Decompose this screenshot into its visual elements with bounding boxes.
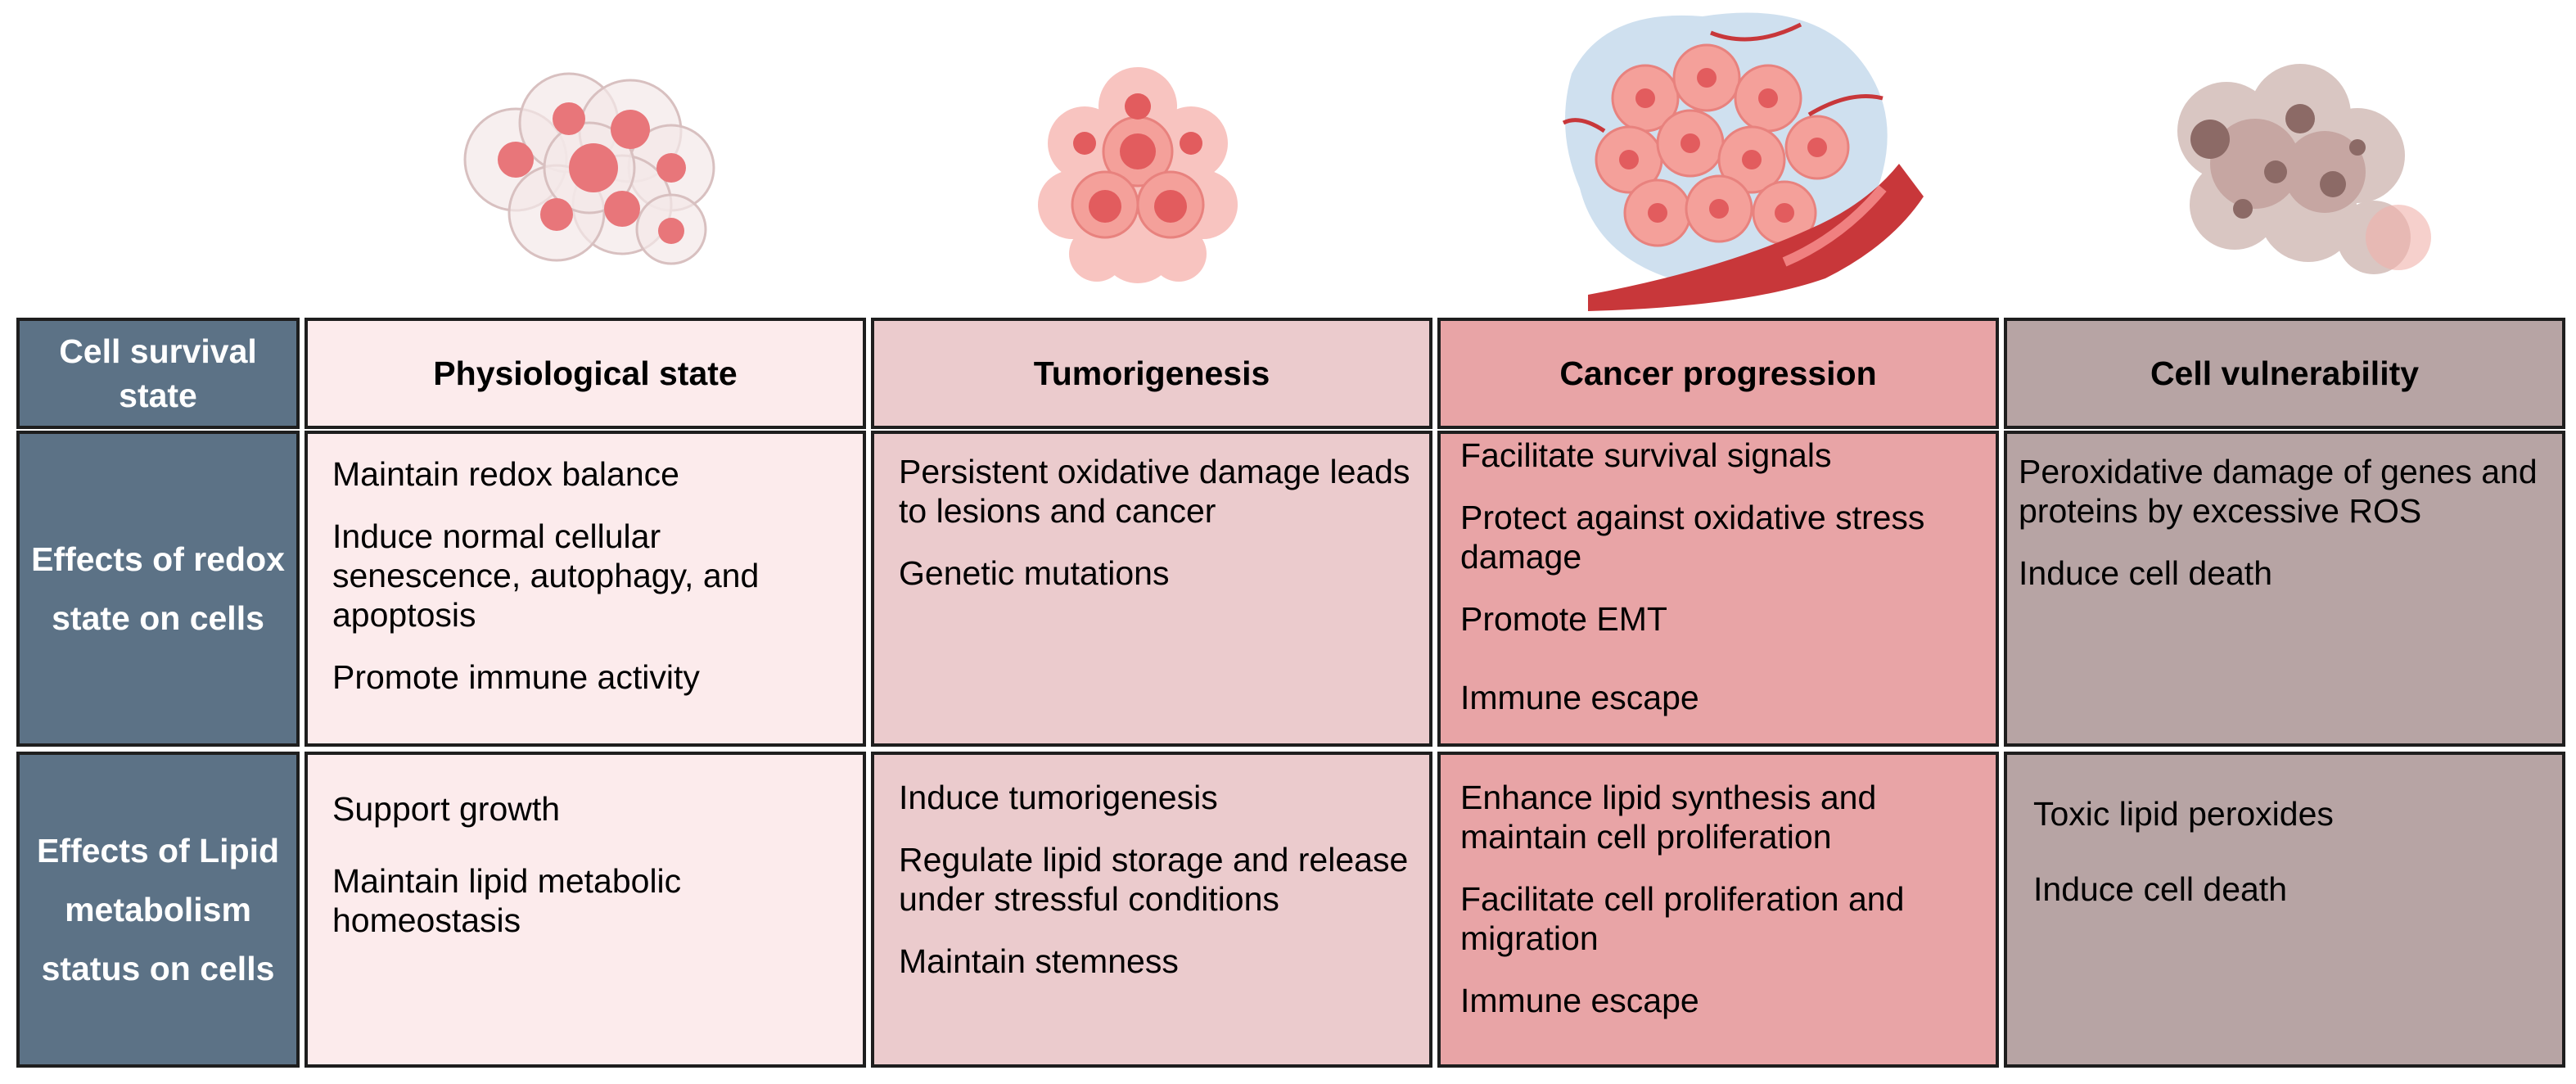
- column-header-tumorigenesis: Tumorigenesis: [871, 318, 1432, 429]
- lipid-cancer-progression-cell: Enhance lipid synthesis and maintain cel…: [1437, 752, 1999, 1068]
- list-item: Facilitate survival signals: [1460, 436, 1832, 474]
- row-header-label: Cell survival state: [59, 332, 257, 414]
- list-item: Induce cell death: [2033, 870, 2288, 908]
- list-item: Promote EMT: [1460, 600, 1667, 638]
- list-item: Protect against oxidative stress damage: [1460, 499, 1925, 576]
- redox-physiological-cell: Maintain redox balance Induce normal cel…: [305, 431, 866, 747]
- list-item: Immune escape: [1460, 982, 1699, 1019]
- column-header-label: Cancer progression: [1559, 354, 1877, 392]
- lipid-physiological-cell: Support growth Maintain lipid metabolic …: [305, 752, 866, 1068]
- dying-cell-cluster-illustration: [2112, 0, 2456, 311]
- list-item: Peroxidative damage of genes and protein…: [2019, 453, 2538, 530]
- list-item: Toxic lipid peroxides: [2033, 795, 2334, 833]
- redox-cell-vulnerability-cell: Peroxidative damage of genes and protein…: [2004, 431, 2565, 747]
- list-item: Induce normal cellular senescence, autop…: [332, 517, 760, 634]
- column-header-label: Physiological state: [433, 354, 738, 392]
- column-header-physiological-state: Physiological state: [305, 318, 866, 429]
- row-header-cell-survival-state: Cell survival state: [16, 318, 300, 429]
- list-item: Maintain redox balance: [332, 455, 679, 493]
- redox-tumorigenesis-cell: Persistent oxidative damage leads to les…: [871, 431, 1432, 747]
- row-header-lipid-effects: Effects of Lipid metabolism status on ce…: [16, 752, 300, 1068]
- column-header-label: Tumorigenesis: [1033, 354, 1270, 392]
- column-header-cancer-progression: Cancer progression: [1437, 318, 1999, 429]
- list-item: Promote immune activity: [332, 658, 700, 696]
- redox-cancer-progression-cell: Facilitate survival signals Protect agai…: [1437, 431, 1999, 747]
- list-item: Induce tumorigenesis: [899, 779, 1218, 816]
- list-item: Persistent oxidative damage leads to les…: [899, 453, 1410, 530]
- list-item: Regulate lipid storage and release under…: [899, 841, 1409, 918]
- list-item: Maintain lipid metabolic homeostasis: [332, 862, 682, 939]
- list-item: Enhance lipid synthesis and maintain cel…: [1460, 779, 1877, 856]
- list-item: Immune escape: [1460, 679, 1699, 716]
- column-header-label: Cell vulnerability: [2150, 354, 2420, 392]
- lipid-tumorigenesis-cell: Induce tumorigenesis Regulate lipid stor…: [871, 752, 1432, 1068]
- row-header-label: Effects of redox state on cells: [31, 540, 285, 637]
- healthy-cell-cluster-illustration: [426, 0, 753, 311]
- row-header-label: Effects of Lipid metabolism status on ce…: [36, 832, 280, 987]
- column-header-cell-vulnerability: Cell vulnerability: [2004, 318, 2565, 429]
- list-item: Facilitate cell proliferation and migrat…: [1460, 880, 1905, 957]
- list-item: Support growth: [332, 790, 561, 828]
- list-item: Induce cell death: [2019, 554, 2273, 592]
- lipid-cell-vulnerability-cell: Toxic lipid peroxides Induce cell death: [2004, 752, 2565, 1068]
- tumor-mass-with-vessels-illustration: [1539, 0, 1932, 311]
- list-item: Maintain stemness: [899, 942, 1179, 980]
- tumor-cell-cluster-illustration: [974, 0, 1302, 311]
- row-header-redox-effects: Effects of redox state on cells: [16, 431, 300, 747]
- list-item: Genetic mutations: [899, 554, 1170, 592]
